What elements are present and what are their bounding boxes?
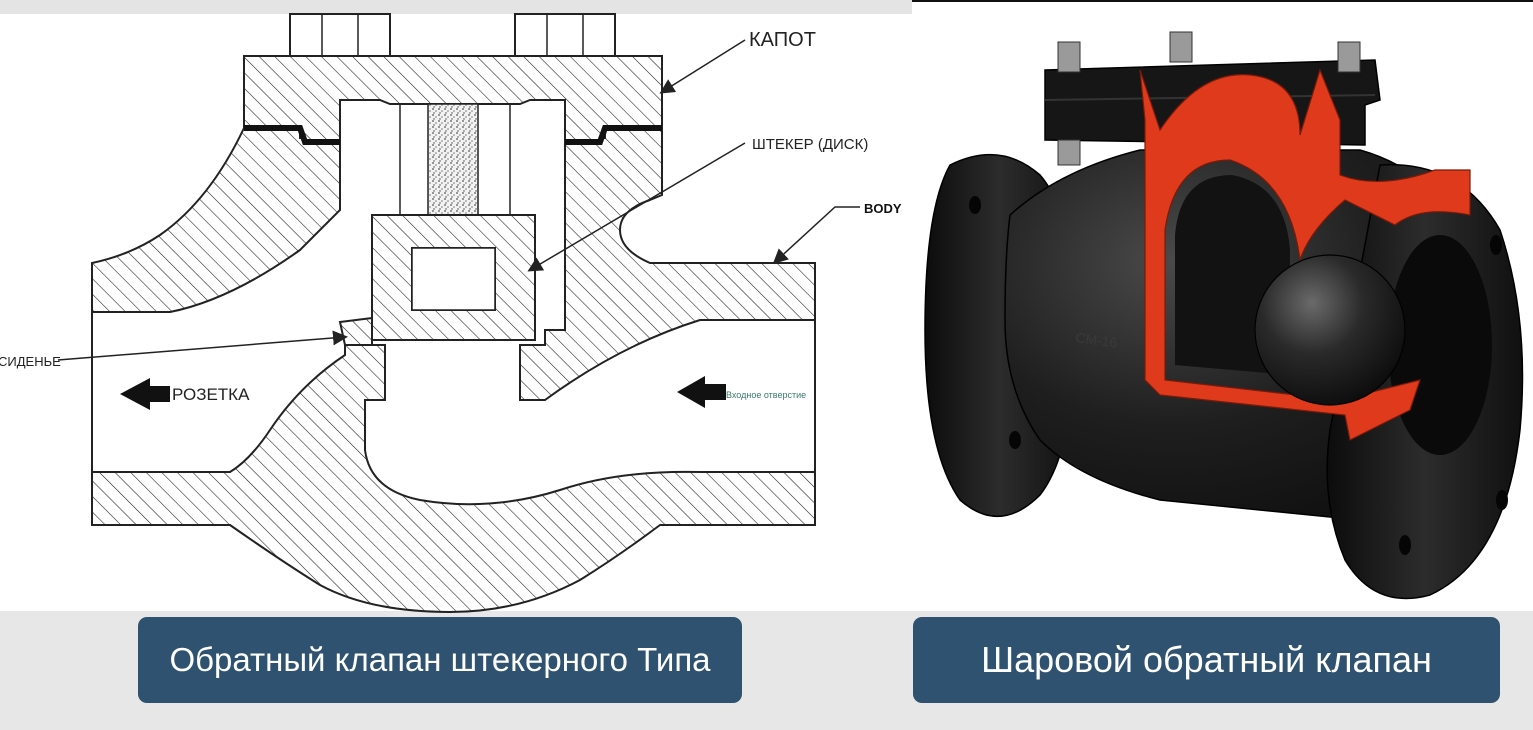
seat-ring: [338, 316, 373, 346]
red-cutaway: [1139, 68, 1471, 441]
label-seat: СИДЕНЬЕ: [0, 354, 61, 369]
bolt-icon: [1169, 31, 1193, 63]
inlet-arrow-icon: [677, 376, 726, 408]
top-gray-strip: [0, 0, 912, 14]
caption-plug-check-valve: Обратный клапан штекерного Типа: [138, 617, 742, 703]
bolt-icon: [1337, 41, 1361, 73]
label-outlet: РОЗЕТКА: [172, 385, 250, 404]
bolt-right: [514, 13, 616, 57]
label-body: BODY: [864, 201, 902, 216]
label-bonnet: КАПОТ: [749, 29, 816, 51]
label-inlet: Входное отверстие: [726, 390, 806, 400]
label-plug: ШТЕКЕР (ДИСК): [752, 136, 868, 153]
body-lower: [91, 344, 816, 614]
bolt-left: [289, 13, 391, 57]
plug-valve-diagram: КАПОТ ШТЕКЕР (ДИСК) BODY СИДЕНЬЕ РОЗЕТКА…: [0, 13, 902, 614]
top-black-line: [912, 0, 1533, 2]
caption-ball-check-valve: Шаровой обратный клапан: [913, 617, 1500, 703]
ball: [1254, 254, 1406, 406]
body-right: [519, 127, 816, 401]
ball-valve-illustration: CM-16: [924, 31, 1524, 600]
svg-text:CM-16: CM-16: [1075, 329, 1119, 351]
right-bore: [1388, 235, 1492, 455]
bolt-icon: [1057, 41, 1081, 73]
bolt-icon: [1057, 139, 1081, 166]
outlet-arrow-icon: [120, 378, 170, 410]
body-upper-left: [91, 127, 341, 313]
